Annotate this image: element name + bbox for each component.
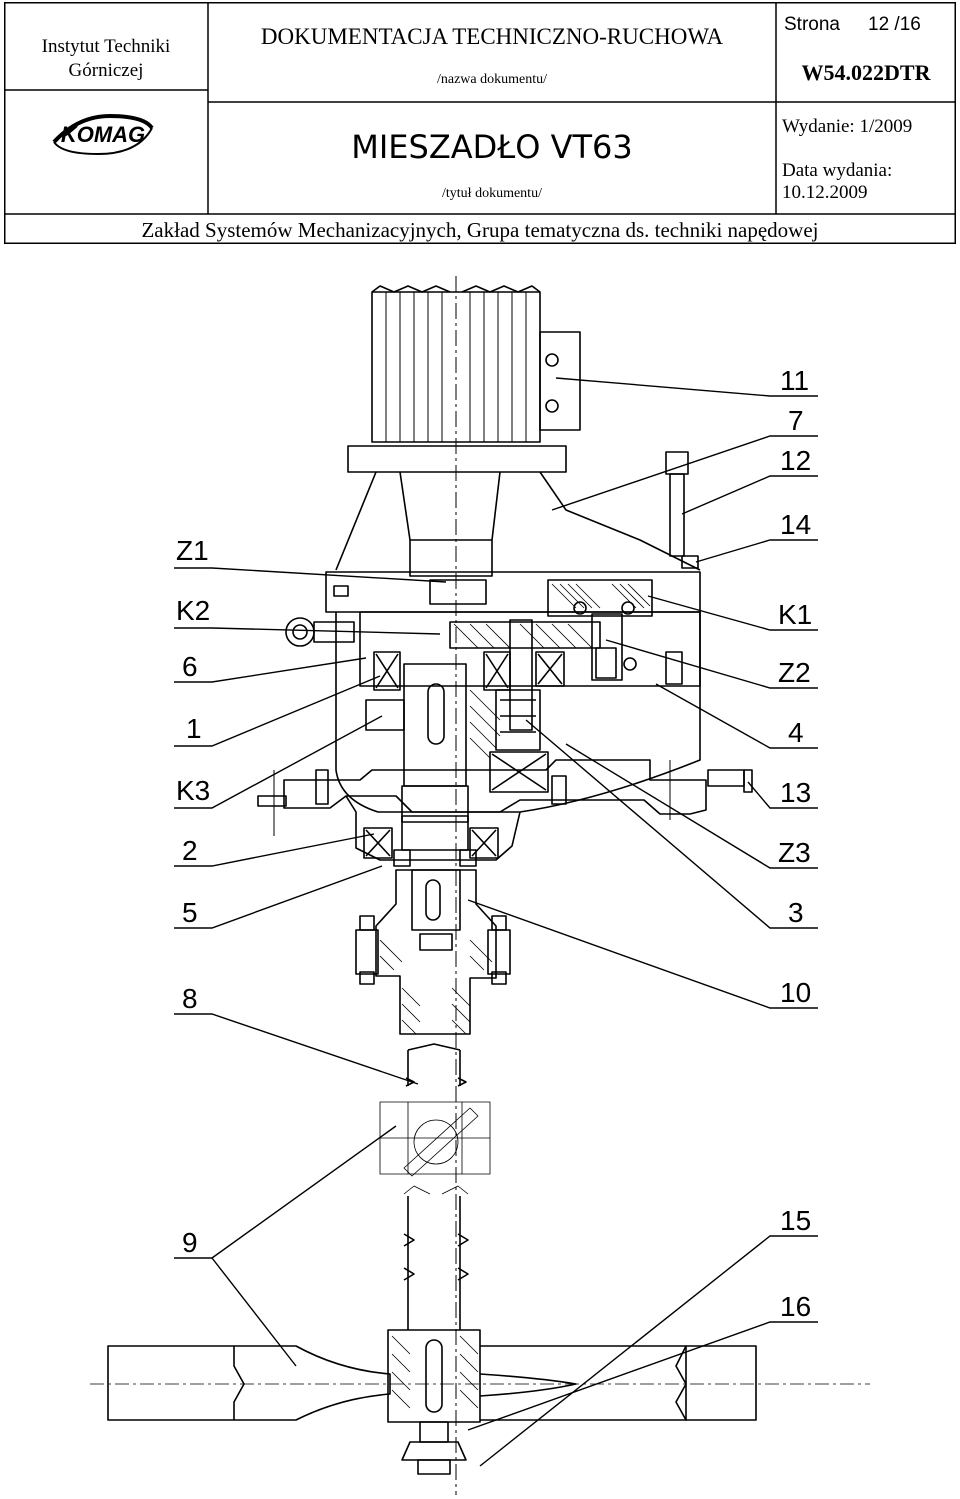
- institute-name-line2: Górniczej: [68, 60, 144, 81]
- right-labels: 11 7 12 14 K1 Z2 4 13 Z3 3 10 15 16: [778, 365, 812, 1322]
- label-6: 6: [182, 651, 198, 682]
- left-labels: Z1 K2 6 1 K3 2 5 8 9: [176, 535, 210, 1258]
- issue-date-label: Data wydania:: [782, 160, 893, 181]
- label-3: 3: [788, 897, 804, 928]
- label-15: 15: [780, 1205, 811, 1236]
- label-8: 8: [182, 983, 198, 1014]
- document-title: MIESZADŁO VT63: [351, 128, 633, 166]
- document-type: DOKUMENTACJA TECHNICZNO-RUCHOWA: [260, 24, 724, 49]
- leader-lines: [174, 377, 818, 1467]
- document-title-caption: /tytuł dokumentu/: [442, 186, 542, 201]
- label-4: 4: [788, 717, 804, 748]
- label-14: 14: [780, 509, 811, 540]
- label-z2: Z2: [778, 657, 811, 688]
- label-11: 11: [780, 365, 809, 396]
- label-5: 5: [182, 897, 198, 928]
- page-label: Strona: [784, 14, 840, 35]
- document-type-caption: /nazwa dokumentu/: [436, 72, 548, 87]
- label-k1: K1: [778, 599, 812, 630]
- label-16: 16: [780, 1291, 811, 1322]
- komag-logo: KOMAG: [48, 112, 158, 158]
- document-code: W54.022DTR: [801, 60, 931, 85]
- label-12: 12: [780, 445, 811, 476]
- label-z3: Z3: [778, 837, 811, 868]
- label-10: 10: [780, 977, 811, 1008]
- label-z1: Z1: [176, 535, 209, 566]
- logo-text: KOMAG: [61, 122, 145, 147]
- label-k2: K2: [176, 595, 210, 626]
- label-k3: K3: [176, 775, 210, 806]
- label-2: 2: [182, 835, 198, 866]
- label-13: 13: [780, 777, 811, 808]
- motor: [371, 285, 581, 443]
- label-1: 1: [186, 713, 202, 744]
- institute-name-line1: Instytut Techniki: [41, 36, 171, 57]
- label-7: 7: [788, 405, 804, 436]
- label-9: 9: [182, 1227, 198, 1258]
- header-grid: [4, 2, 956, 244]
- page-number: 12 /16: [868, 14, 921, 35]
- department-line: Zakład Systemów Mechanizacyjnych, Grupa …: [141, 218, 819, 242]
- issue-date: 10.12.2009: [782, 182, 868, 203]
- document-header: Instytut Techniki Górniczej KOMAG DOKUME…: [4, 2, 956, 244]
- edition: Wydanie: 1/2009: [782, 116, 913, 137]
